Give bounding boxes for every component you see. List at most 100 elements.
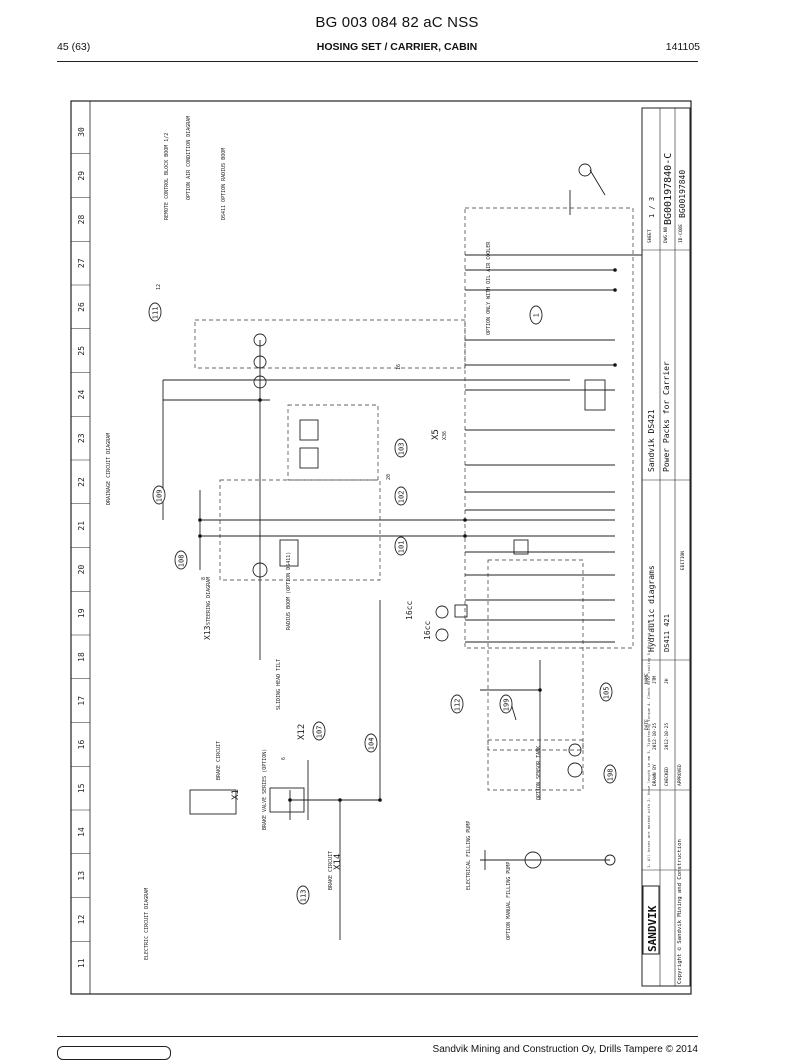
motor-symbol xyxy=(567,762,583,778)
section-title: HOSING SET / CARRIER, CABIN xyxy=(316,41,478,53)
id-code: BG00197840 xyxy=(678,170,687,218)
junction-dots xyxy=(198,268,617,802)
label-oil-cooler: OPTION ONLY WITH OIL AIR COOLER xyxy=(486,241,492,335)
date-header: DATE xyxy=(644,719,650,730)
connector-x5: X5 xyxy=(431,429,441,440)
check-valve xyxy=(604,854,616,866)
copyright-line: Copyright © Sandvik Mining and Construct… xyxy=(677,839,683,984)
callout-bubble xyxy=(599,682,613,702)
grid-number: 19 xyxy=(77,608,86,618)
callout-bubble xyxy=(499,694,513,714)
grid-number: 14 xyxy=(77,827,86,837)
grid-number: 15 xyxy=(77,783,86,793)
callout-number: 103 xyxy=(398,443,406,456)
label-sliding-head: SLIDING HEAD TILT xyxy=(276,659,282,710)
footer-copyright: Sandvik Mining and Construction Oy, Dril… xyxy=(432,1044,698,1055)
pump-circle xyxy=(435,605,449,619)
callout-number: 111 xyxy=(152,307,160,320)
grid-number: 16 xyxy=(77,740,86,750)
callout-bubble xyxy=(394,438,408,458)
label-option-sensor: OPTION SENSOR TANK xyxy=(536,746,542,800)
pump-circle xyxy=(253,355,267,369)
callout-number: 109 xyxy=(156,490,164,503)
dashed-assemblies xyxy=(194,207,634,791)
document-date: 141105 xyxy=(665,41,700,53)
drawn-label: DRAWN BY xyxy=(652,764,658,786)
motor-symbol xyxy=(252,562,268,578)
connector-x5-sub: X36 xyxy=(442,431,448,440)
label-electric-fill: ELECTRICAL FILLING PUMP xyxy=(466,821,472,890)
connector-x12: X12 xyxy=(297,724,307,740)
label-steering: STEERING DIAGRAM xyxy=(206,577,212,625)
grid-number: 13 xyxy=(77,871,86,881)
footer-rule xyxy=(57,1036,698,1037)
brand-name: SANDVIK xyxy=(646,905,659,952)
callout-bubble xyxy=(394,536,408,556)
grid-number: 12 xyxy=(77,915,86,925)
document-title: BG 003 084 82 aC NSS xyxy=(315,14,479,31)
label-brake-circuit: BRAKE CIRCUIT xyxy=(216,741,222,780)
callout-bubble xyxy=(529,305,543,325)
checked-label: CHECKED xyxy=(664,767,670,786)
filter-symbol xyxy=(584,379,606,411)
callout-number: 108 xyxy=(178,555,186,568)
page-number: 45 (63) xyxy=(57,41,91,53)
footer-logo-outline xyxy=(57,1046,171,1060)
name-header: NAME xyxy=(644,673,650,684)
label-drainage: DRAINAGE CIRCUIT DIAGRAM xyxy=(106,433,112,505)
valve-block xyxy=(299,447,319,469)
components xyxy=(189,163,616,870)
grid-number: 11 xyxy=(77,958,86,968)
label-brake-valve: BRAKE VALVE SERIES (OPTION) xyxy=(262,749,268,830)
valve-block xyxy=(299,419,319,441)
label-option-air: OPTION AIR CONDITION DIAGRAM xyxy=(186,116,192,200)
hose-size-6: 6 xyxy=(281,757,287,760)
callout-number: 113 xyxy=(300,890,308,903)
title-block: SANDVIK Copyright © Sandvik Mining and C… xyxy=(641,107,691,987)
notes: 1. All hoses are marked with 2. Hose len… xyxy=(646,621,651,868)
drawing-number-label: DWG.NO xyxy=(663,226,669,243)
connector-x14: X14 xyxy=(333,854,343,870)
callout-number: 1 xyxy=(533,313,541,317)
drawn-date: 2012-10-25 xyxy=(652,723,658,750)
callout-bubble xyxy=(296,885,310,905)
labels: X5 X36 X12 X1 X13 X14 REMOTE CONTROL BLO… xyxy=(106,116,542,960)
label-remote-control: REMOTE CONTROL BLOCK BOOM 1/2 xyxy=(164,133,170,220)
header-rule xyxy=(57,61,698,62)
grid-number: 22 xyxy=(77,477,86,487)
grid-number: 18 xyxy=(77,652,86,662)
label-electric-diagram: ELECTRIC CIRCUIT DIAGRAM xyxy=(144,888,150,960)
pump-circle xyxy=(435,628,449,642)
label-radius-boom: RADIUS BOOM (OPTION DS411) xyxy=(286,552,292,630)
callout-number: 105 xyxy=(603,687,611,700)
electric-socket xyxy=(189,789,237,815)
grid-number: 30 xyxy=(77,127,86,137)
connector-x13: X13 xyxy=(203,625,212,640)
label-manual-fill: OPTION MANUAL FILLING PUMP xyxy=(506,862,512,940)
grid-number: 20 xyxy=(77,565,86,575)
callout-number: 112 xyxy=(454,699,462,712)
model-code: DS411 421 xyxy=(663,614,671,652)
callout-bubble xyxy=(152,485,166,505)
hose-size-12: 12 xyxy=(156,284,162,290)
callout-bubble xyxy=(364,733,378,753)
connector-x1: X1 xyxy=(231,789,241,800)
id-code-label: ID-CODE xyxy=(678,224,684,243)
drawing-number: BG00197840-C xyxy=(663,153,674,225)
callout-number: 199 xyxy=(503,699,511,712)
pressure-gauge xyxy=(578,163,592,177)
grid-number: 26 xyxy=(77,302,86,312)
grid-number: 27 xyxy=(77,258,86,268)
valve-block xyxy=(279,539,299,567)
callout-bubble xyxy=(394,486,408,506)
pump-circle xyxy=(253,375,267,389)
callout-bubble xyxy=(603,764,617,784)
terminal-box xyxy=(269,787,305,813)
callout-number: 102 xyxy=(398,491,406,504)
checked-name: JH xyxy=(664,678,670,684)
callout-bubble xyxy=(148,302,162,322)
pump-circle xyxy=(253,333,267,347)
edition-label: EDITION xyxy=(680,551,686,570)
